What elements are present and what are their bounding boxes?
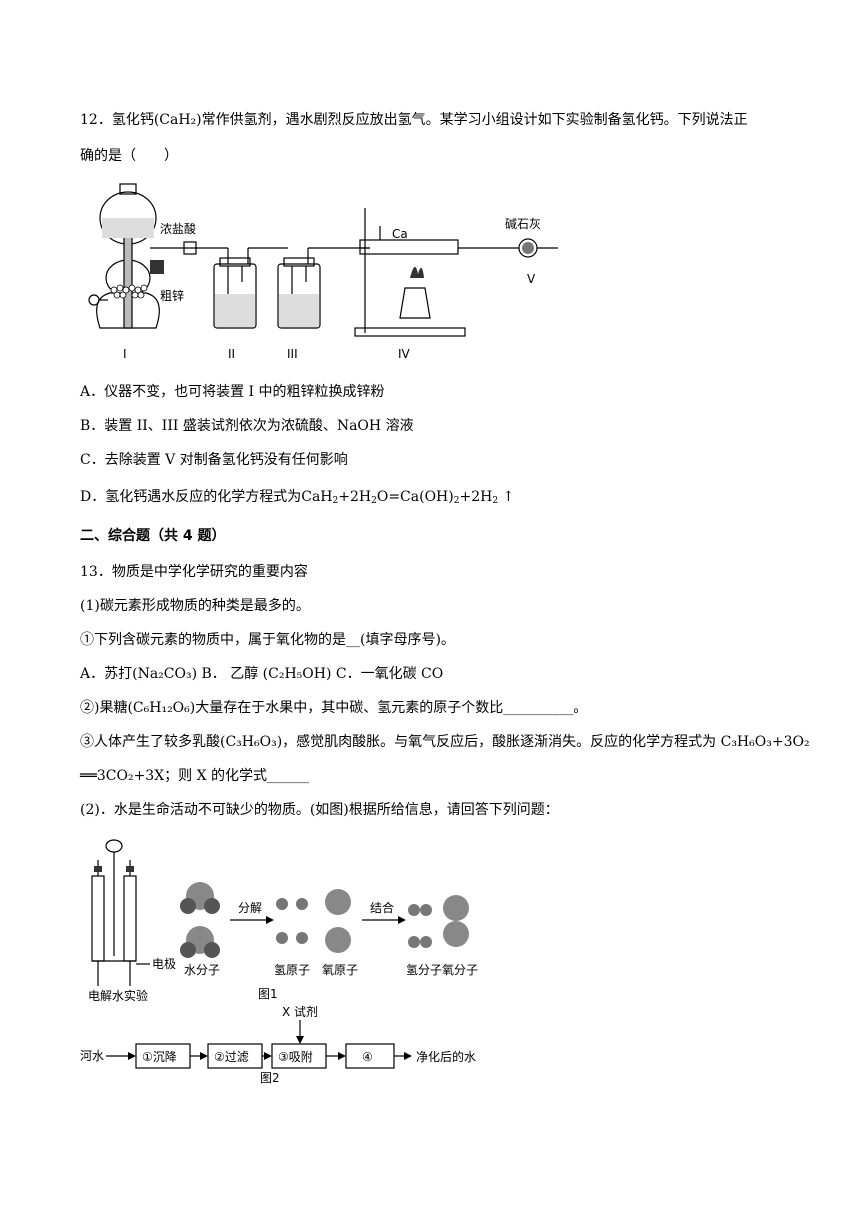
label-sodalime: 碱石灰	[505, 217, 541, 231]
label-result: 净化后的水	[416, 1049, 476, 1064]
sodalime-fill	[522, 242, 534, 254]
section-title: 二、综合题（共 4 题）	[80, 528, 226, 544]
arrow-combine-head	[398, 916, 406, 924]
product-molecules	[408, 895, 469, 948]
q12-option-a: A．仪器不变，也可将装置 I 中的粗锌粒换成锌粉	[80, 384, 385, 400]
electrolysis-apparatus	[91, 839, 150, 986]
q12-option-b: B．装置 II、III 盛装试剂依次为浓硫酸、NaOH 溶液	[80, 418, 414, 434]
figure-1: 电极 电解水实验 水分子 分解 氢原子 氧原子 结合 氢分子 氧分子 图1	[88, 839, 478, 1003]
water-molecules	[180, 882, 220, 958]
label-decompose: 分解	[238, 901, 262, 915]
q12-line2: 确的是（ ）	[80, 148, 178, 164]
q13-part1: (1)碳元素形成物质的种类是最多的。	[80, 598, 310, 614]
label-step4: ④	[362, 1050, 373, 1064]
valve-icons	[94, 866, 134, 872]
label-V: V	[527, 272, 536, 286]
arrow-decompose-head	[266, 916, 274, 924]
label-h-atom: 氢原子	[274, 962, 310, 977]
q13-part2: (2)．水是生命活动不可缺少的物质。(如图)根据所给信息，请回答下列问题：	[80, 802, 559, 818]
q12-option-d-prefix: D．氢化钙遇水反应的化学方程式为	[80, 489, 302, 505]
label-electrode: 电极	[152, 957, 176, 971]
q12-line1: 12．氢化钙(CaH₂)常作供氢剂，遇水剧烈反应放出氢气。某学习小组设计如下实验…	[80, 112, 748, 128]
clamp-icon	[150, 260, 164, 274]
label-electrolysis: 电解水实验	[88, 988, 148, 1003]
label-river: 河水	[80, 1049, 104, 1063]
label-hcl: 浓盐酸	[160, 221, 196, 236]
apparatus-figure: 浓盐酸 粗锌 I II III Ca IV	[88, 183, 558, 361]
q12-option-d: D．氢化钙遇水反应的化学方程式为CaH2+2H2O=Ca(OH)2+2H2 ↑	[80, 487, 514, 511]
kipp-generator	[88, 183, 200, 329]
q13-part1-c-1: ③人体产生了较多乳酸(C₃H₆O₃)，感觉肌肉酸胀。与氧气反应后，酸胀逐渐消失。…	[80, 734, 810, 750]
label-o2-molecule: 氧分子	[442, 963, 478, 977]
zinc-granules	[110, 284, 148, 299]
label-step3: ③吸附	[278, 1050, 313, 1064]
label-combine: 结合	[370, 900, 394, 915]
label-III: III	[287, 347, 298, 361]
q13-title: 13．物质是中学化学研究的重要内容	[80, 564, 308, 580]
label-h2-molecule: 氢分子	[406, 962, 442, 977]
q13-part1-c-2: ══3CO₂+3X；则 X 的化学式______	[80, 768, 310, 784]
label-water-molecule: 水分子	[184, 963, 220, 977]
label-IV: IV	[398, 347, 411, 361]
liquid-III	[279, 294, 319, 327]
q13-part1-b: ②)果糖(C₆H₁₂O₆)大量存在于水果中，其中碳、氢元素的原子个数比_____…	[80, 700, 588, 716]
drying-tube-V	[500, 238, 558, 258]
apparatus-IV	[354, 208, 500, 337]
label-o-atom: 氧原子	[322, 963, 358, 977]
figure-2: X 试剂 河水 ①沉降 ②过滤 ③吸附 ④ 净化后的水 图2	[80, 1004, 476, 1084]
q13-part1-a-options: A．苏打(Na₂CO₃) B． 乙醇 (C₂H₅OH) C．一氧化碳 CO	[80, 666, 444, 682]
q12-option-c: C．去除装置 V 对制备氢化钙没有任何影响	[80, 452, 348, 468]
equation-cah2: CaH2+2H2O=Ca(OH)2+2H2 ↑	[301, 489, 515, 506]
caption-figure-1: 图1	[258, 987, 278, 1001]
label-zinc: 粗锌	[160, 289, 184, 303]
atoms	[276, 889, 351, 953]
liquid-II	[215, 294, 255, 327]
label-ca: Ca	[392, 227, 408, 241]
label-reagent: X 试剂	[282, 1004, 318, 1019]
arrow-reagent-head	[296, 1036, 304, 1044]
label-step1: ①沉降	[142, 1050, 177, 1064]
label-step2: ②过滤	[214, 1050, 249, 1064]
acid-fill	[102, 218, 154, 238]
flame-icon	[410, 266, 424, 278]
q13-part1-a: ①下列含碳元素的物质中，属于氧化物的是__(填字母序号)。	[80, 632, 455, 648]
caption-figure-2: 图2	[260, 1071, 280, 1084]
label-I: I	[123, 347, 127, 361]
label-II: II	[228, 347, 235, 361]
